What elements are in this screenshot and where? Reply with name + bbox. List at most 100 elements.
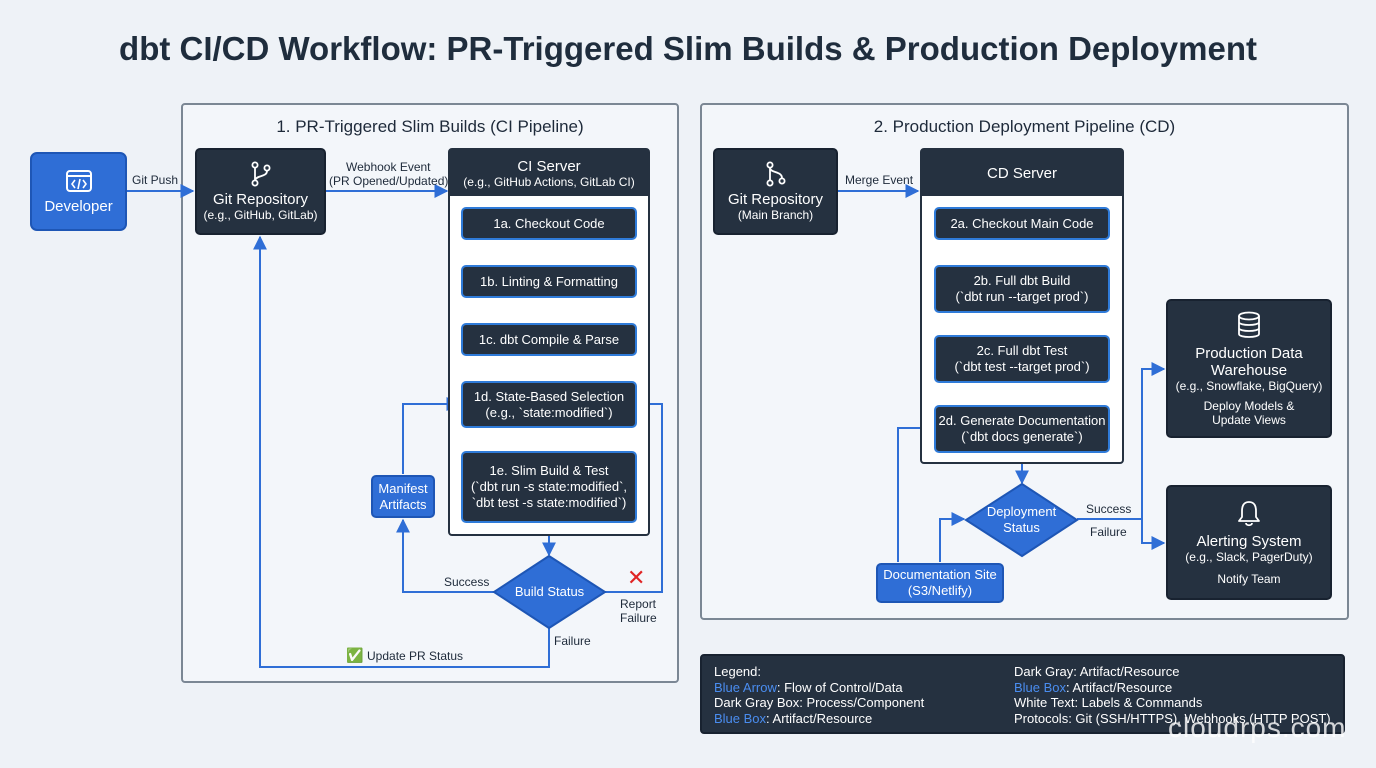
bell-icon	[1238, 501, 1260, 527]
cd-git-repository-box: Git Repository (Main Branch)	[713, 148, 838, 235]
ci-step-label: 1d. State-Based Selection	[473, 388, 625, 404]
ci-step-detail: (e.g., `state:modified`)	[485, 404, 613, 420]
cd-step-full-test: 2c. Full dbt Test (`dbt test --target pr…	[934, 335, 1110, 383]
merge-event-label: Merge Event	[845, 173, 914, 187]
ci-panel-title: 1. PR-Triggered Slim Builds (CI Pipeline…	[276, 117, 584, 136]
cd-step-detail: (`dbt docs generate`)	[961, 429, 1083, 444]
ci-step-slim-build: 1e. Slim Build & Test (`dbt run -s state…	[461, 451, 637, 523]
manifest-label: Manifest	[378, 480, 428, 496]
warehouse-subtitle: (e.g., Snowflake, BigQuery)	[1175, 378, 1323, 393]
ci-git-repository-box: Git Repository (e.g., GitHub, GitLab)	[195, 148, 326, 235]
warehouse-title: Production Data	[1195, 344, 1303, 362]
ci-step-label: 1b. Linting & Formatting	[479, 273, 619, 289]
database-icon	[1238, 311, 1260, 338]
docs-site-sub: (S3/Netlify)	[907, 583, 973, 598]
cd-failure-label: Failure	[1090, 525, 1127, 539]
ci-server-title: CI Server	[517, 157, 581, 175]
cd-panel-title: 2. Production Deployment Pipeline (CD)	[873, 117, 1176, 136]
legend-column-2: Dark Gray: Artifact/Resource Blue Box: A…	[1014, 664, 1331, 726]
legend-item-text: Protocols: Git (SSH/HTTPS), Webhooks (HT…	[1014, 710, 1331, 726]
cd-step-detail: (`dbt test --target prod`)	[954, 359, 1090, 374]
update-pr-status-label: Update PR Status	[367, 649, 464, 663]
legend-item-text: White Text: Labels & Commands	[1014, 695, 1203, 711]
cd-step-checkout: 2a. Checkout Main Code	[934, 207, 1110, 240]
ci-step-compile: 1c. dbt Compile & Parse	[461, 323, 637, 356]
manifest-label-2: Artifacts	[379, 496, 427, 512]
build-status-label: Build Status	[514, 584, 585, 599]
webhook-label-2: (PR Opened/Updated)	[329, 174, 449, 188]
failure-x-icon: ✕	[627, 565, 646, 590]
manifest-to-selection	[402, 397, 461, 474]
cd-repo-subtitle: (Main Branch)	[737, 208, 814, 222]
legend-heading: Legend:	[714, 664, 761, 679]
legend-item: Dark Gray Box: Process/Component	[714, 695, 924, 711]
legend-item-text: Dark Gray Box: Process/Component	[714, 695, 925, 711]
legend-item-highlight: Blue Arrow	[714, 679, 777, 695]
ci-success-label: Success	[444, 575, 490, 589]
deployment-status-label: Deployment Status	[966, 500, 1077, 540]
ci-step-linting: 1b. Linting & Formatting	[461, 265, 637, 298]
ci-server-subtitle: (e.g., GitHub Actions, GitLab CI)	[463, 174, 635, 189]
legend-item-text: : Artifact/Resource	[1066, 679, 1173, 695]
cd-step-label: 2c. Full dbt Test	[976, 343, 1068, 358]
documentation-site-box: Documentation Site (S3/Netlify)	[876, 563, 1004, 603]
ci-step-label: 1e. Slim Build & Test	[489, 463, 609, 478]
legend-item-highlight: Blue Box	[714, 710, 767, 726]
legend-item-highlight: Blue Box	[1014, 679, 1067, 695]
ci-repo-subtitle: (e.g., GitHub, GitLab)	[203, 208, 318, 222]
docs-site-label: Documentation Site	[883, 567, 997, 582]
alerting-title: Alerting System	[1196, 533, 1302, 550]
deploy-failure-arrow	[1077, 518, 1166, 550]
production-warehouse-box: Production Data Warehouse (e.g., Snowfla…	[1166, 299, 1332, 438]
manifest-artifacts-box: Manifest Artifacts	[371, 475, 435, 518]
cd-success-label: Success	[1086, 502, 1132, 516]
cd-step-detail: (`dbt run --target prod`)	[955, 289, 1089, 304]
legend-item-text: : Artifact/Resource	[766, 710, 873, 726]
success-to-manifest	[396, 518, 494, 593]
alerting-action: Notify Team	[1217, 572, 1281, 586]
ci-step-label: 1a. Checkout Code	[493, 215, 605, 231]
legend-item-text: Dark Gray: Artifact/Resource	[1014, 664, 1180, 679]
watermark: cloudrps.com	[1168, 712, 1347, 743]
deployment-status-line-2: Status	[1003, 520, 1040, 535]
cd-step-label: 2b. Full dbt Build	[973, 273, 1071, 288]
ci-step-detail: `dbt test -s state:modified`)	[471, 495, 627, 510]
git-merge-icon	[766, 161, 785, 187]
cd-step-generate-docs: 2d. Generate Documentation (`dbt docs ge…	[934, 405, 1110, 453]
build-status-diamond	[492, 554, 607, 630]
developer-box: Developer	[30, 152, 127, 231]
developer-label: Developer	[44, 197, 113, 215]
update-pr-status-arrow	[253, 235, 550, 668]
ci-step-label: 1c. dbt Compile & Parse	[478, 331, 620, 347]
alerting-subtitle: (e.g., Slack, PagerDuty)	[1185, 550, 1313, 564]
git-push-label: Git Push	[132, 173, 179, 187]
deployment-status-line-1: Deployment	[986, 504, 1057, 519]
legend: Legend: Blue Arrow: Flow of Control/Data…	[700, 654, 1345, 734]
page-title: dbt CI/CD Workflow: PR-Triggered Slim Bu…	[119, 30, 1257, 67]
warehouse-title-2: Warehouse	[1210, 361, 1288, 379]
cd-server-header: CD Server	[922, 150, 1122, 196]
legend-item: Blue Box: Artifact/Resource	[714, 711, 924, 727]
cd-repo-title: Git Repository	[727, 191, 824, 208]
cd-step-full-build: 2b. Full dbt Build (`dbt run --target pr…	[934, 265, 1110, 313]
ci-step-state-selection: 1d. State-Based Selection (e.g., `state:…	[461, 381, 637, 428]
legend-column-1: Legend: Blue Arrow: Flow of Control/Data…	[714, 664, 924, 726]
legend-item-text: : Flow of Control/Data	[776, 679, 903, 695]
report-failure-label-1: Report	[620, 597, 657, 611]
ci-failure-label: Failure	[554, 634, 591, 648]
legend-item: Dark Gray: Artifact/Resource	[1014, 664, 1331, 680]
warehouse-action: Deploy Models &	[1203, 398, 1295, 413]
legend-item: Blue Box: Artifact/Resource	[1014, 680, 1331, 696]
alerting-system-box: Alerting System (e.g., Slack, PagerDuty)…	[1166, 485, 1332, 600]
cd-step-label: 2a. Checkout Main Code	[950, 215, 1094, 231]
ci-repo-title: Git Repository	[212, 191, 309, 208]
legend-item: Blue Arrow: Flow of Control/Data	[714, 680, 924, 696]
warehouse-action-2: Update Views	[1212, 412, 1286, 427]
legend-item: Protocols: Git (SSH/HTTPS), Webhooks (HT…	[1014, 711, 1331, 727]
cd-step-label: 2d. Generate Documentation	[938, 413, 1106, 428]
report-failure-label-2: Failure	[620, 611, 657, 625]
code-window-icon	[65, 169, 92, 192]
ci-server-header: CI Server (e.g., GitHub Actions, GitLab …	[450, 150, 648, 196]
deployment-status-diamond	[964, 482, 1079, 558]
